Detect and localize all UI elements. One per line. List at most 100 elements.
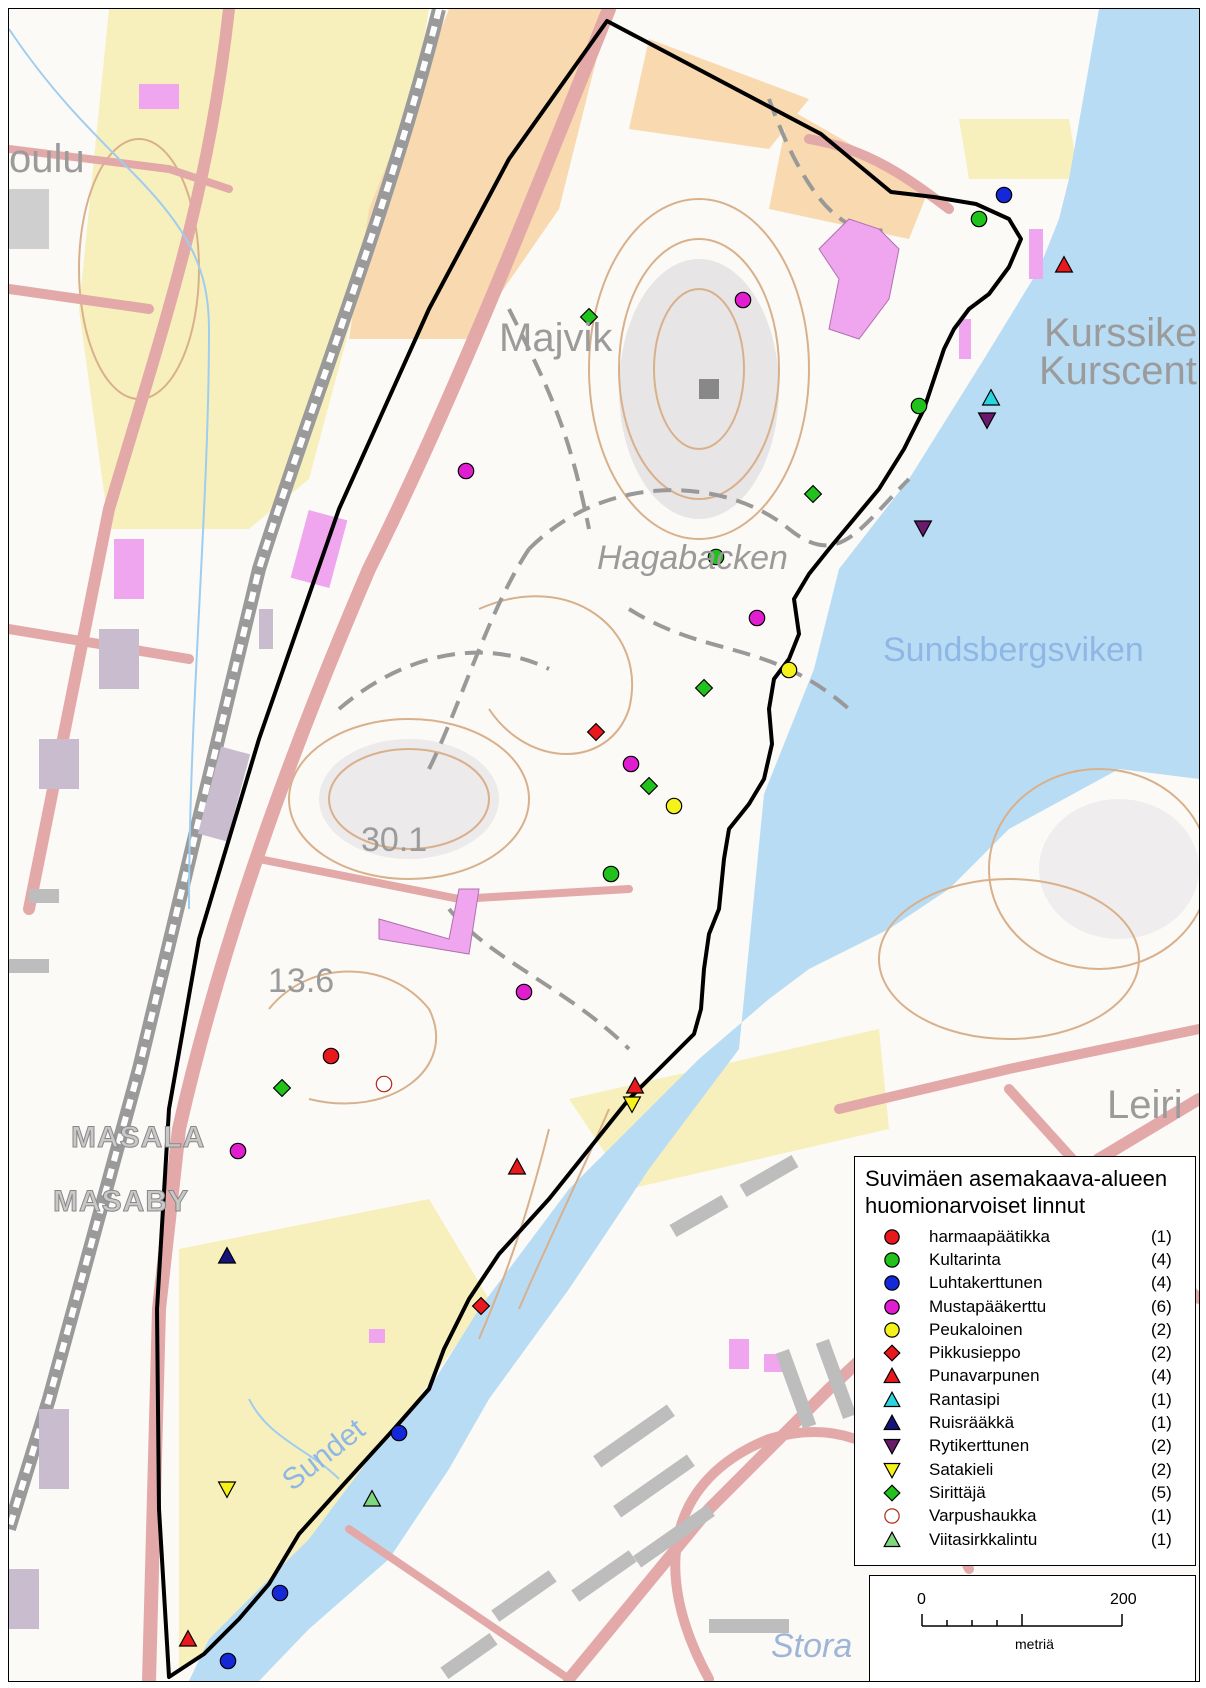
legend-species-name: Viitasirkkalintu	[929, 1529, 1038, 1549]
bird-observation-marker[interactable]	[586, 722, 606, 742]
legend-species-name: Rantasipi	[929, 1389, 1000, 1409]
map-label-majvik: Majvik	[499, 316, 613, 360]
bird-observation-marker[interactable]	[272, 1078, 292, 1098]
legend-rows: harmaapäätikka (1) Kultarinta (4) Luhtakertt…	[865, 1225, 1185, 1551]
buildings	[9, 84, 1043, 1629]
bird-observation-marker[interactable]	[322, 1047, 340, 1065]
legend-title-line2: huomionarvoiset linnut	[865, 1193, 1086, 1218]
legend-symbol-diamond	[883, 1344, 901, 1362]
footpaths	[337, 98, 911, 1051]
field-area	[179, 1199, 489, 1669]
bird-observation-marker[interactable]	[977, 412, 997, 430]
hill-shading	[1039, 799, 1199, 939]
map-label-lake: Sundsbergsviken	[883, 631, 1144, 669]
legend-symbol-triangle-down	[883, 1439, 901, 1456]
bird-observation-marker[interactable]	[375, 1075, 393, 1093]
legend-species-name: harmaapäätikka	[929, 1226, 1050, 1246]
building-zone	[629, 39, 809, 149]
bird-observation-marker[interactable]	[780, 661, 798, 679]
legend-item: Sirittäjä (5)	[865, 1481, 1185, 1504]
scale-bar: 0 200 metriä	[869, 1575, 1196, 1681]
base-map	[9, 9, 1199, 1681]
legend-species-count: (2)	[1151, 1436, 1172, 1456]
bird-observation-marker[interactable]	[507, 1157, 527, 1175]
bird-observation-marker[interactable]	[981, 388, 1001, 406]
bird-observation-marker[interactable]	[913, 520, 933, 538]
legend-species-count: (4)	[1151, 1366, 1172, 1386]
legend-symbol-triangle	[883, 1530, 901, 1547]
bird-observation-marker[interactable]	[217, 1246, 237, 1264]
legend-symbol-triangle-down	[883, 1462, 901, 1479]
bird-observation-marker[interactable]	[1054, 255, 1074, 273]
bird-observation-marker[interactable]	[390, 1424, 408, 1442]
bird-observation-marker[interactable]	[622, 755, 640, 773]
building-zone	[349, 9, 609, 339]
bird-observation-marker[interactable]	[970, 210, 988, 228]
legend-species-count: (5)	[1151, 1482, 1172, 1502]
legend-symbol-circle	[884, 1275, 900, 1291]
bird-observation-marker[interactable]	[457, 462, 475, 480]
bird-observation-marker[interactable]	[602, 865, 620, 883]
legend-species-name: Ruisrääkkä	[929, 1413, 1015, 1433]
legend-symbol-triangle	[883, 1414, 901, 1431]
legend: Suvimäen asemakaava-alueen huomionarvois…	[854, 1156, 1196, 1566]
map-label-kurssikeskus: Kurssike	[1044, 311, 1198, 355]
bird-observation-marker[interactable]	[748, 609, 766, 627]
legend-item: harmaapäätikka (1)	[865, 1225, 1185, 1248]
legend-species-count: (2)	[1151, 1343, 1172, 1363]
legend-species-name: Satakieli	[929, 1459, 994, 1479]
legend-species-count: (1)	[1151, 1506, 1172, 1526]
map-frame[interactable]: oulu Majvik Kurssike Kurscent Hagabacken…	[8, 8, 1200, 1682]
scale-label-max: 200	[1110, 1591, 1137, 1608]
bird-observation-marker[interactable]	[362, 1489, 382, 1507]
bird-observation-marker[interactable]	[665, 797, 683, 815]
bird-observation-marker[interactable]	[471, 1296, 491, 1316]
legend-symbol-diamond	[883, 1484, 901, 1502]
bird-observation-marker[interactable]	[271, 1584, 289, 1602]
legend-symbol-circle	[884, 1298, 900, 1315]
scale-unit-label: metriä	[1015, 1636, 1054, 1652]
legend-species-name: Luhtakerttunen	[929, 1273, 1043, 1293]
map-label-kurscenter: Kurscent	[1039, 349, 1197, 393]
legend-item: Rytikerttunen (2)	[865, 1435, 1185, 1458]
map-label-leiri: Leiri	[1107, 1083, 1183, 1127]
bird-observation-marker[interactable]	[995, 186, 1013, 204]
bird-observation-marker[interactable]	[694, 678, 714, 698]
bird-observation-marker[interactable]	[217, 1481, 237, 1499]
legend-item: Viitasirkkalintu(1)	[865, 1528, 1185, 1551]
bird-observation-marker[interactable]	[625, 1076, 645, 1094]
bird-observation-marker[interactable]	[219, 1652, 237, 1670]
legend-symbol-triangle	[883, 1367, 901, 1384]
legend-species-count: (6)	[1151, 1296, 1172, 1316]
scale-label-zero: 0	[917, 1591, 926, 1608]
field-area	[959, 119, 1079, 179]
legend-species-count: (1)	[1151, 1389, 1172, 1409]
legend-species-name: Rytikerttunen	[929, 1436, 1030, 1456]
bird-observation-marker[interactable]	[707, 548, 725, 566]
bird-observation-marker[interactable]	[639, 776, 659, 796]
legend-species-name: Sirittäjä	[929, 1482, 986, 1502]
legend-species-name: Peukaloinen	[929, 1319, 1023, 1339]
bird-observation-marker[interactable]	[803, 484, 823, 504]
legend-symbol-circle	[884, 1252, 900, 1268]
bird-observation-marker[interactable]	[910, 397, 928, 415]
map-label-koulu: oulu	[9, 137, 85, 181]
bird-observation-marker[interactable]	[622, 1096, 642, 1114]
study-area-boundary	[155, 19, 1023, 1679]
legend-title-line1: Suvimäen asemakaava-alueen	[865, 1166, 1168, 1191]
bird-observation-marker[interactable]	[734, 291, 752, 309]
map-label-stora: Stora	[771, 1627, 853, 1665]
bird-observation-marker[interactable]	[178, 1629, 198, 1647]
legend-species-name: Kultarinta	[929, 1249, 1001, 1269]
legend-item: Varpushaukka(1)	[865, 1505, 1185, 1528]
legend-species-count: (2)	[1151, 1319, 1172, 1339]
residential-blocks	[9, 889, 857, 1679]
bird-observation-marker[interactable]	[515, 983, 533, 1001]
legend-item: Mustapääkerttu(6)	[865, 1295, 1185, 1318]
legend-symbol-triangle	[883, 1390, 901, 1407]
bird-observation-marker[interactable]	[579, 307, 599, 327]
bird-observation-marker[interactable]	[229, 1142, 247, 1160]
legend-species-count: (1)	[1151, 1226, 1172, 1246]
legend-symbol-circle	[884, 1508, 900, 1524]
bird-observations	[178, 186, 1074, 1670]
